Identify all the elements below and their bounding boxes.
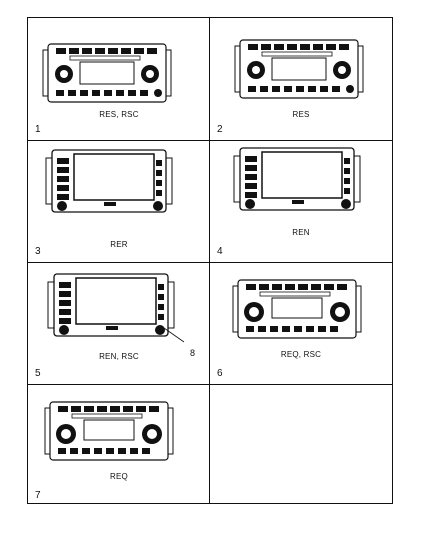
radio-res-illustration <box>234 39 364 99</box>
radio-touchscreen-illustration <box>45 149 173 213</box>
panel-number: 1 <box>35 124 41 135</box>
radio-res-illustration <box>42 43 172 103</box>
panel-caption: REN <box>292 228 310 237</box>
radio-touchscreen-illustration <box>47 273 185 343</box>
grid-divider <box>28 384 392 385</box>
callout-8: 8 <box>190 348 196 358</box>
panel-caption: RES, RSC <box>99 110 139 119</box>
panel-2: RES 2 <box>210 18 392 140</box>
panel-3: RER 3 <box>28 140 210 262</box>
panel-number: 4 <box>217 246 223 257</box>
grid-divider <box>209 18 210 503</box>
panel-4: REN 4 <box>210 140 392 262</box>
panel-caption: REQ, RSC <box>280 350 322 359</box>
panel-6: REQ, RSC 6 <box>210 262 392 384</box>
radio-variant-grid: RES, RSC 1 RES <box>27 17 393 504</box>
panel-caption: RES <box>292 110 310 119</box>
panel-number: 3 <box>35 246 41 257</box>
panel-5: 8 REN, RSC 5 <box>28 262 210 384</box>
radio-req-illustration <box>232 279 362 339</box>
grid-divider <box>28 140 392 141</box>
panel-1: RES, RSC 1 <box>28 18 210 140</box>
panel-caption: REQ <box>110 472 128 481</box>
panel-number: 6 <box>217 368 223 379</box>
panel-7: REQ 7 <box>28 384 210 506</box>
radio-touchscreen-illustration <box>233 147 361 211</box>
panel-number: 5 <box>35 368 41 379</box>
panel-number: 7 <box>35 490 41 501</box>
panel-number: 2 <box>217 124 223 135</box>
panel-caption: RER <box>110 240 128 249</box>
grid-divider <box>28 262 392 263</box>
panel-empty <box>210 384 392 506</box>
radio-req-illustration <box>44 401 174 461</box>
panel-caption: REN, RSC <box>99 352 139 361</box>
